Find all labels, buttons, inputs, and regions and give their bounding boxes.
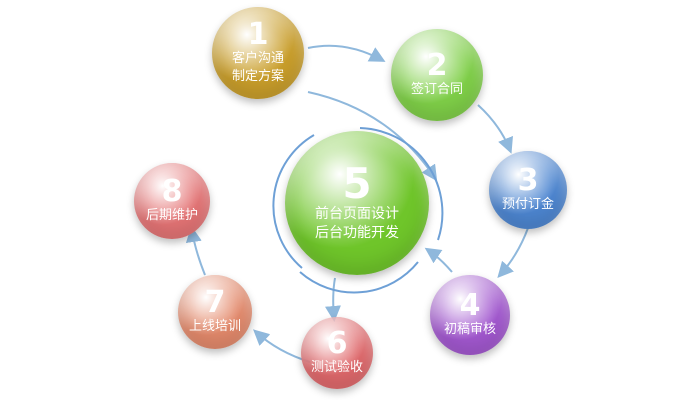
step-2-number: 2	[426, 48, 448, 84]
step-6-label: 测试验收	[310, 360, 363, 376]
arrow-3-to-4	[497, 227, 529, 278]
step-1-number: 1	[247, 17, 269, 53]
arrow-4-to-5	[424, 247, 453, 273]
step-8-number: 8	[161, 174, 183, 210]
step-5-label: 前台页面设计	[315, 206, 399, 223]
step-2-label: 签订合同	[410, 82, 463, 98]
step-4-number: 4	[459, 288, 481, 324]
arrow-2-to-3	[477, 104, 513, 154]
arrow-1-to-2	[307, 44, 386, 62]
step-1-label: 制定方案	[231, 69, 284, 84]
step-6-number: 6	[326, 326, 348, 362]
step-3-label: 预付订金	[501, 197, 554, 213]
step-7-label: 上线培训	[188, 319, 241, 335]
step-4-label: 初稿审核	[443, 322, 496, 338]
step-5-label: 后台功能开发	[315, 225, 399, 241]
step-7-number: 7	[204, 285, 226, 321]
center-ring-right	[359, 127, 444, 241]
step-5-number: 5	[342, 159, 372, 209]
step-8-label: 后期维护	[145, 208, 198, 224]
step-3-number: 3	[517, 163, 539, 199]
arrow-5-to-6	[324, 277, 341, 322]
center-ring-bottom	[299, 261, 419, 294]
arrow-7-to-8	[185, 226, 206, 276]
arrow-1-to-5	[307, 91, 438, 182]
center-ring-left	[272, 134, 315, 269]
step-1-label: 客户沟通	[231, 51, 284, 67]
